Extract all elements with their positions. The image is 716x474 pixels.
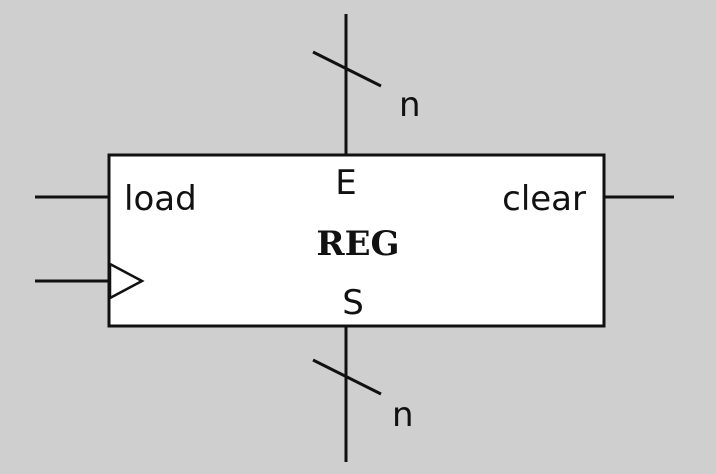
output-bus-width-slash (312, 358, 382, 396)
register-block (107, 153, 606, 328)
output-port-label: S (342, 283, 364, 323)
output-bus-width-label: n (392, 395, 414, 435)
clear-label: clear (502, 179, 586, 219)
input-bus-width-label: n (399, 85, 421, 125)
input-port-label: E (335, 163, 356, 203)
input-bus-width-slash (312, 50, 382, 88)
register-title: REG (316, 224, 399, 264)
load-label: load (124, 179, 197, 219)
clock-triangle-icon (108, 261, 145, 301)
